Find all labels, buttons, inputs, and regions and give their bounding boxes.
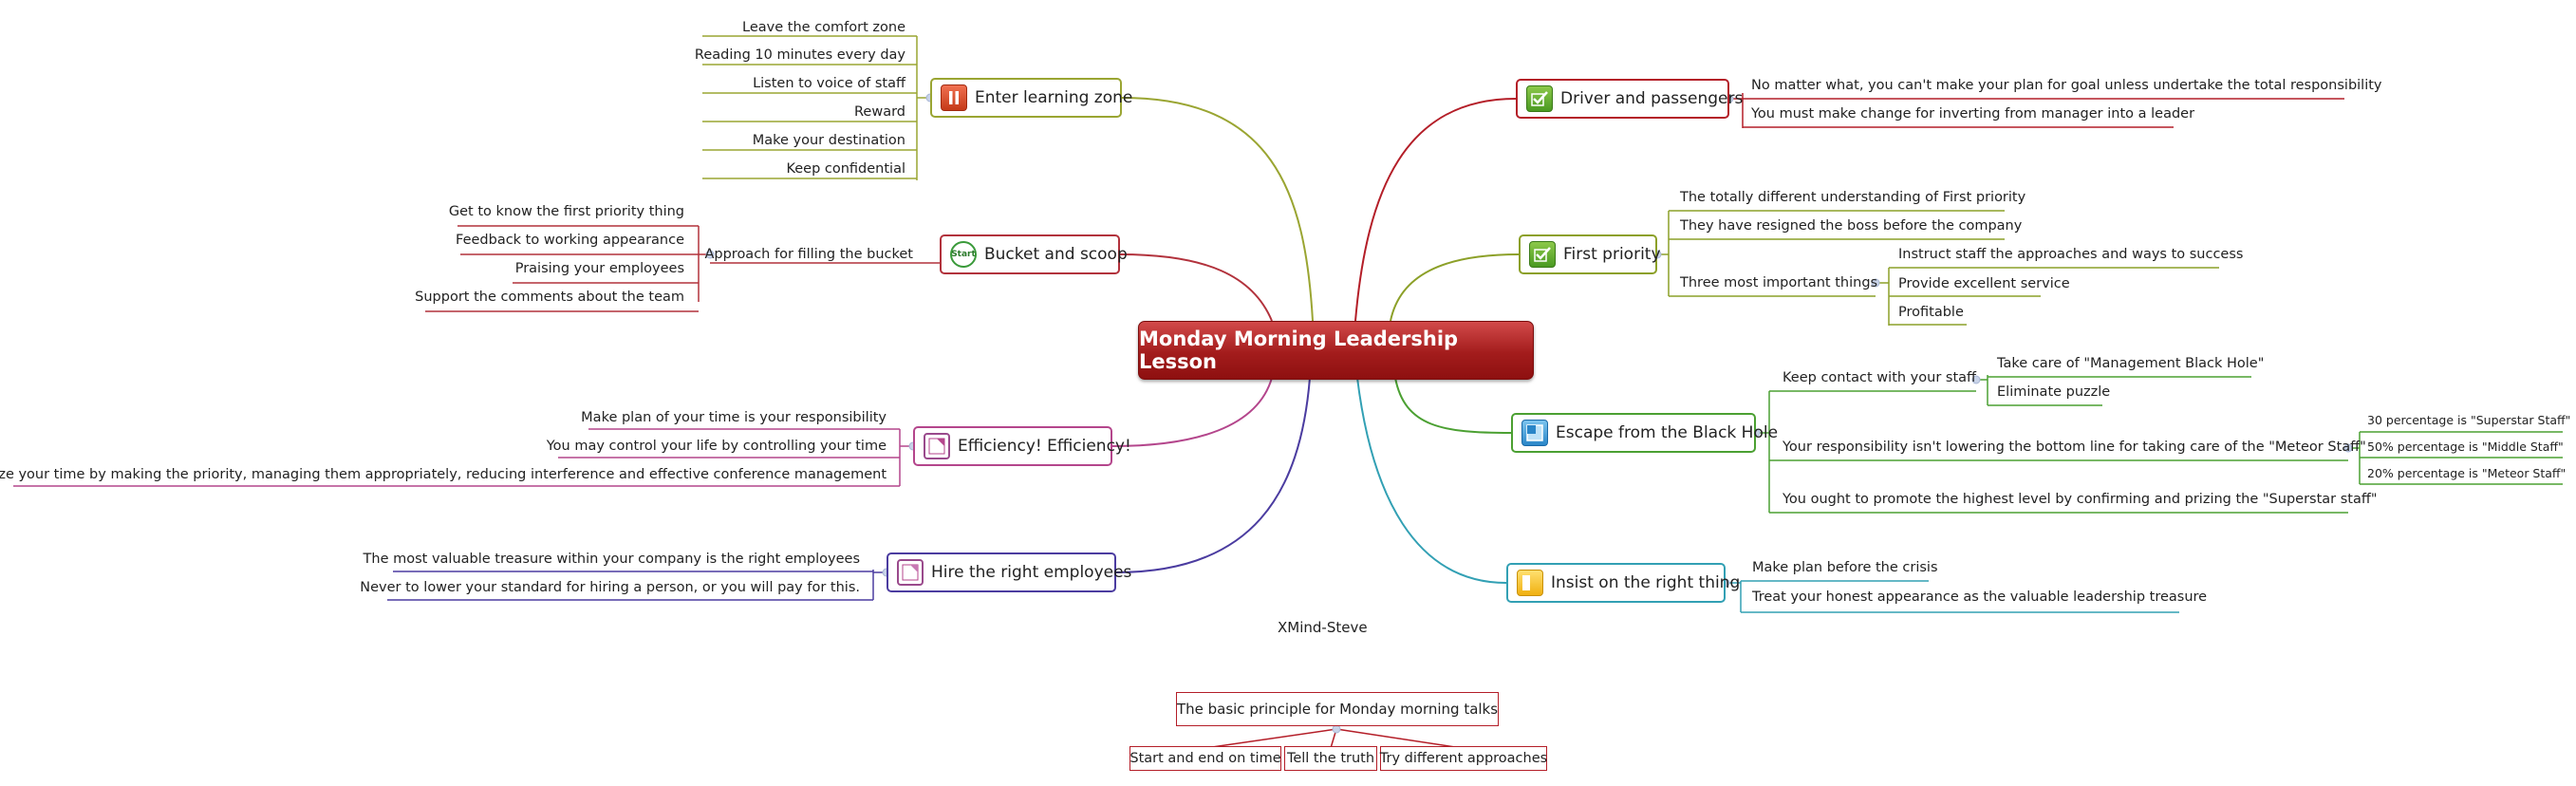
bucket-item: Feedback to working appearance (456, 233, 684, 248)
topic-efficiency[interactable]: Efficiency! Efficiency! (913, 426, 1131, 466)
learning-item: Listen to voice of staff (753, 76, 905, 91)
priority-subitem: Profitable (1898, 305, 1964, 320)
efficiency-item: Squeeze your time by making the priority… (0, 467, 887, 482)
note-icon (897, 559, 924, 586)
blackhole-subitem: 30 percentage is "Superstar Staff" (2367, 413, 2571, 427)
blackhole-subitem: Take care of "Management Black Hole" (1997, 356, 2265, 371)
learning-item: Make your destination (752, 133, 905, 148)
learning-item: Keep confidential (786, 161, 905, 177)
priority-item: The totally different understanding of F… (1680, 190, 2026, 205)
driver-item: No matter what, you can't make your plan… (1751, 78, 2382, 93)
topic-enter-learning-zone[interactable]: Enter learning zone (930, 78, 1132, 118)
priority-subitem: Provide excellent service (1898, 276, 2070, 291)
hire-item: The most valuable treasure within your c… (363, 552, 860, 567)
topic-first-priority[interactable]: First priority (1519, 234, 1661, 274)
floating-subtopic[interactable]: Start and end on time (1129, 746, 1281, 771)
bucket-item: Support the comments about the team (415, 290, 684, 305)
topic-hire-right-employees[interactable]: Hire the right employees (887, 552, 1131, 592)
efficiency-item: You may control your life by controlling… (546, 439, 887, 454)
connector-learning (1121, 97, 1314, 322)
topic-bucket-and-scoop[interactable]: Start Bucket and scoop (940, 234, 1128, 274)
insist-item: Treat your honest appearance as the valu… (1752, 590, 2208, 605)
start-icon: Start (950, 241, 977, 268)
topic-label: Insist on the right thing (1551, 573, 1741, 592)
connector-hire (1115, 377, 1311, 573)
connector-insist (1356, 377, 1507, 584)
blackhole-subitem: 50% percentage is "Middle Staff" (2367, 440, 2564, 454)
blackhole-subtopic: You ought to promote the highest level b… (1783, 492, 2378, 507)
learning-item: Reading 10 minutes every day (694, 47, 905, 63)
insist-item: Make plan before the crisis (1752, 560, 1938, 575)
check-icon (1529, 241, 1556, 268)
topic-label: Driver and passengers (1560, 89, 1744, 108)
blackhole-subitem: Eliminate puzzle (1997, 384, 2111, 400)
topic-label: Escape from the Black Hole (1556, 423, 1779, 442)
priority-item: They have resigned the boss before the c… (1680, 218, 2023, 234)
floating-subtopic[interactable]: Try different approaches (1380, 746, 1547, 771)
topic-insist-right-thing[interactable]: Insist on the right thing (1506, 563, 1740, 603)
learning-item: Leave the comfort zone (742, 20, 905, 35)
check-icon (1526, 85, 1553, 112)
driver-item: You must make change for inverting from … (1751, 106, 2195, 122)
central-topic[interactable]: Monday Morning Leadership Lesson (1138, 321, 1534, 380)
blackhole-subtopic: Keep contact with your staff (1783, 370, 1977, 385)
connector-blackhole (1394, 377, 1512, 434)
floating-topic-basic-principle[interactable]: The basic principle for Monday morning t… (1176, 692, 1499, 726)
topic-label: Bucket and scoop (984, 245, 1128, 264)
blackhole-subitem: 20% percentage is "Meteor Staff" (2367, 466, 2567, 480)
bucket-item: Praising your employees (514, 261, 684, 276)
priority-subitem: Instruct staff the approaches and ways t… (1898, 247, 2244, 262)
hire-item: Never to lower your standard for hiring … (360, 580, 860, 595)
topic-escape-black-hole[interactable]: Escape from the Black Hole (1511, 413, 1778, 453)
blackhole-subtopic: Your responsibility isn't lowering the b… (1783, 440, 2366, 455)
note-icon (924, 433, 950, 459)
sticky-note-icon (1517, 570, 1543, 596)
priority-subtopic: Three most important things (1680, 275, 1878, 290)
bucket-subtopic: Approach for filling the bucket (704, 247, 913, 262)
window-icon (1521, 420, 1548, 446)
efficiency-item: Make plan of your time is your responsib… (581, 410, 887, 425)
connector-efficiency (1111, 377, 1273, 447)
pause-icon (941, 84, 967, 111)
floating-subtopic[interactable]: Tell the truth (1284, 746, 1377, 771)
learning-item: Reward (854, 104, 905, 120)
topic-label: First priority (1563, 245, 1661, 264)
connector-driver (1354, 98, 1517, 322)
connector-bucket (1119, 253, 1273, 322)
topic-label: Hire the right employees (931, 563, 1132, 582)
topic-driver-and-passengers[interactable]: Driver and passengers (1516, 79, 1743, 119)
topic-label: Enter learning zone (975, 88, 1133, 107)
connector-priority (1390, 253, 1520, 322)
author-label: XMind-Steve (1278, 619, 1368, 636)
topic-label: Efficiency! Efficiency! (958, 437, 1131, 456)
bucket-item: Get to know the first priority thing (448, 204, 684, 219)
